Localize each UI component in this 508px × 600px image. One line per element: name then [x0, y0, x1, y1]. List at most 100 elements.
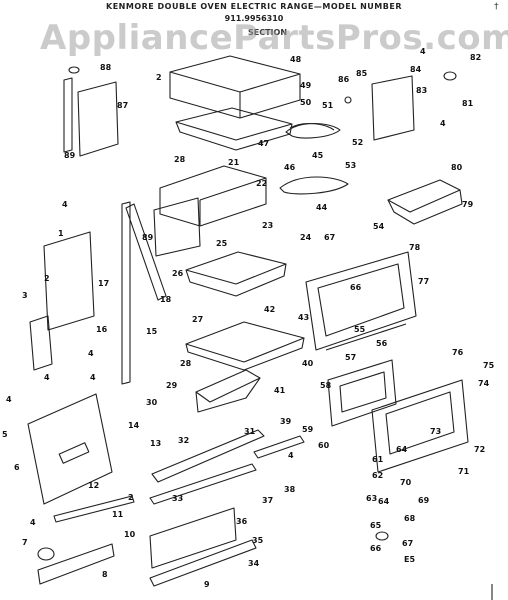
part-88-clip[interactable] — [68, 66, 80, 74]
part-label-66b[interactable]: 66 — [370, 544, 382, 553]
part-label-2b[interactable]: 2 — [44, 274, 50, 283]
part-label-75[interactable]: 75 — [483, 361, 495, 370]
part-1-side-panel[interactable] — [43, 231, 95, 331]
part-label-79[interactable]: 79 — [462, 200, 474, 209]
part-label-4c[interactable]: 4 — [62, 200, 68, 209]
part-label-5[interactable]: 5 — [2, 430, 8, 439]
part-label-21[interactable]: 21 — [228, 158, 240, 167]
part-label-17[interactable]: 17 — [98, 279, 109, 288]
part-15-strip[interactable] — [121, 201, 131, 385]
part-label-72[interactable]: 72 — [474, 445, 485, 454]
part-21-oven-cavity[interactable] — [159, 165, 267, 227]
part-label-23[interactable]: 23 — [262, 221, 273, 230]
part-6-front-panel[interactable] — [27, 393, 113, 505]
part-label-28a[interactable]: 28 — [174, 155, 186, 164]
part-label-37[interactable]: 37 — [262, 496, 273, 505]
part-label-14[interactable]: 14 — [128, 421, 140, 430]
part-78-oven-door[interactable] — [305, 251, 417, 351]
part-label-68[interactable]: 68 — [404, 514, 416, 523]
part-label-77[interactable]: 77 — [418, 277, 429, 286]
part-label-2a[interactable]: 2 — [156, 73, 162, 82]
part-label-86[interactable]: 86 — [338, 75, 350, 84]
part-label-61[interactable]: 61 — [372, 455, 384, 464]
part-8-drawer-front[interactable] — [37, 543, 115, 585]
part-35-rail[interactable] — [149, 539, 257, 587]
part-label-78[interactable]: 78 — [409, 243, 421, 252]
part-31-trim[interactable] — [151, 429, 265, 483]
part-label-45[interactable]: 45 — [312, 151, 324, 160]
part-87-panel[interactable] — [77, 81, 119, 157]
part-label-85[interactable]: 85 — [356, 69, 368, 78]
part-label-31[interactable]: 31 — [244, 427, 256, 436]
part-46-element[interactable] — [279, 176, 349, 195]
part-label-41[interactable]: 41 — [274, 386, 286, 395]
part-65-foot[interactable] — [375, 531, 389, 541]
part-label-40[interactable]: 40 — [302, 359, 314, 368]
part-label-53[interactable]: 53 — [345, 161, 356, 170]
part-label-10[interactable]: 10 — [124, 530, 136, 539]
part-80-broiler-pan[interactable] — [387, 179, 463, 225]
part-label-65[interactable]: 65 — [370, 521, 382, 530]
part-label-89b[interactable]: 89 — [142, 233, 154, 242]
part-56-door-seal[interactable] — [325, 323, 407, 351]
part-label-4a[interactable]: 4 — [420, 47, 426, 56]
part-39-trim[interactable] — [253, 435, 305, 459]
part-10-kick-panel[interactable] — [149, 507, 237, 569]
part-label-71[interactable]: 71 — [458, 467, 470, 476]
part-label-70[interactable]: 70 — [400, 478, 412, 487]
part-label-60[interactable]: 60 — [318, 441, 330, 450]
part-label-84[interactable]: 84 — [410, 65, 422, 74]
part-label-22[interactable]: 22 — [256, 179, 267, 188]
part-label-35[interactable]: 35 — [252, 536, 264, 545]
part-label-49[interactable]: 49 — [300, 81, 312, 90]
part-label-64a[interactable]: 64 — [396, 445, 408, 454]
part-label-2c[interactable]: 2 — [128, 493, 134, 502]
part-89-strip[interactable] — [63, 77, 73, 153]
part-3-bracket[interactable] — [29, 315, 53, 371]
part-label-64b[interactable]: 64 — [378, 497, 390, 506]
part-label-50[interactable]: 50 — [300, 98, 312, 107]
part-label-1[interactable]: 1 — [58, 229, 64, 238]
part-label-27[interactable]: 27 — [192, 315, 203, 324]
part-label-59[interactable]: 59 — [302, 425, 314, 434]
part-label-63[interactable]: 63 — [366, 494, 377, 503]
part-label-39[interactable]: 39 — [280, 417, 292, 426]
part-label-62[interactable]: 62 — [372, 471, 383, 480]
part-11-trim[interactable] — [53, 495, 135, 523]
part-label-E5[interactable]: E5 — [404, 555, 415, 564]
part-25-shelf[interactable] — [185, 251, 287, 297]
part-label-47[interactable]: 47 — [258, 139, 269, 148]
part-label-18[interactable]: 18 — [160, 295, 172, 304]
part-29-burner-box[interactable] — [195, 369, 261, 413]
part-label-52[interactable]: 52 — [352, 138, 363, 147]
part-83-knob[interactable] — [443, 71, 457, 81]
part-label-13[interactable]: 13 — [150, 439, 161, 448]
part-label-67b[interactable]: 67 — [402, 539, 413, 548]
part-label-55[interactable]: 55 — [354, 325, 366, 334]
part-label-58[interactable]: 58 — [320, 381, 332, 390]
part-label-44[interactable]: 44 — [316, 203, 328, 212]
part-label-30[interactable]: 30 — [146, 398, 158, 407]
part-7-knob[interactable] — [37, 547, 55, 561]
part-71-door-frame[interactable] — [371, 379, 469, 473]
part-label-4e[interactable]: 4 — [44, 373, 50, 382]
part-label-4g[interactable]: 4 — [6, 395, 12, 404]
part-label-82[interactable]: 82 — [470, 53, 481, 62]
part-label-56[interactable]: 56 — [376, 339, 388, 348]
part-label-38[interactable]: 38 — [284, 485, 296, 494]
part-label-51[interactable]: 51 — [322, 101, 334, 110]
part-label-26[interactable]: 26 — [172, 269, 184, 278]
part-33-trim[interactable] — [149, 463, 257, 505]
part-label-42[interactable]: 42 — [264, 305, 275, 314]
part-27-shelf[interactable] — [185, 321, 305, 371]
part-50-element[interactable] — [285, 122, 341, 139]
part-label-29[interactable]: 29 — [166, 381, 178, 390]
part-label-67a[interactable]: 67 — [324, 233, 335, 242]
part-18-strip[interactable] — [125, 203, 167, 301]
part-label-4b[interactable]: 4 — [440, 119, 446, 128]
part-label-34[interactable]: 34 — [248, 559, 260, 568]
part-label-4i[interactable]: 4 — [30, 518, 36, 527]
part-label-11[interactable]: 11 — [112, 510, 124, 519]
part-label-28b[interactable]: 28 — [180, 359, 192, 368]
part-48-oven-top[interactable] — [169, 55, 301, 119]
